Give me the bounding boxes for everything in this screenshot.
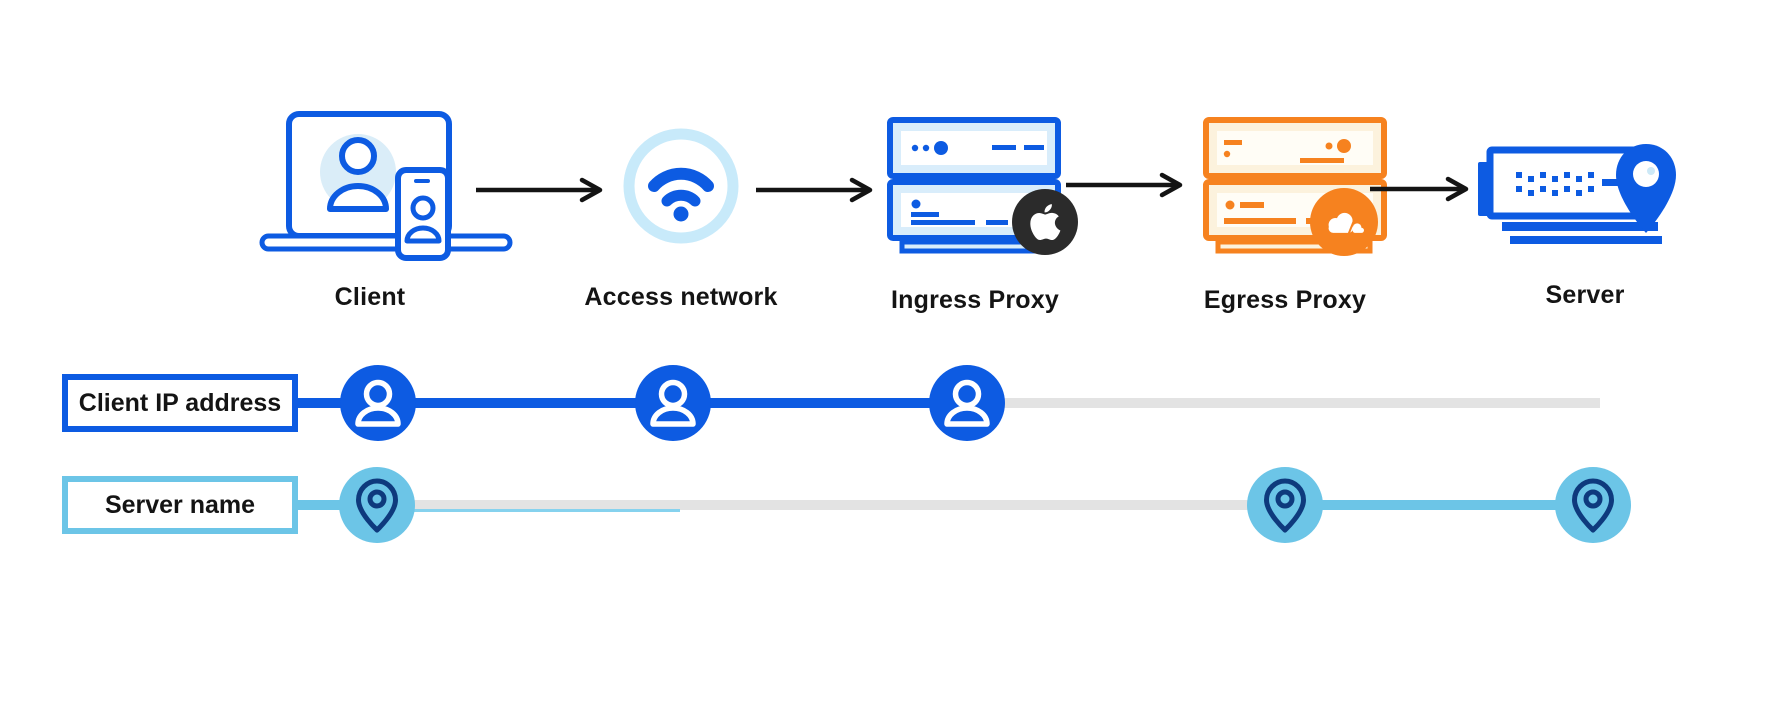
client-ip-address-label: Client IP address <box>78 388 282 417</box>
apple-logo-icon <box>1012 189 1078 255</box>
wifi-icon <box>623 128 739 244</box>
person-icon <box>355 379 401 427</box>
arrow-right-icon <box>756 177 873 203</box>
flow-label-ingress-proxy: Ingress Proxy <box>891 286 1059 314</box>
location-pin-icon <box>1264 478 1306 533</box>
client-ip-track-inactive-line <box>967 398 1600 408</box>
flow-label-server: Server <box>1545 281 1625 309</box>
server-name-label-box: Server name <box>62 476 298 534</box>
pin-marker-server <box>1555 467 1631 543</box>
server-name-track-thin-line <box>408 509 680 512</box>
arrow-right-icon <box>1370 176 1469 202</box>
server-location-pin-icon <box>1478 144 1676 244</box>
server-name-track-inactive-line <box>380 500 1285 510</box>
client-ip-address-label-box: Client IP address <box>62 374 298 432</box>
flow-label-client: Client <box>334 283 406 311</box>
person-icon <box>650 379 696 427</box>
client-devices-icon <box>259 111 513 261</box>
server-name-label: Server name <box>104 490 256 519</box>
person-marker-ingress-proxy <box>929 365 1005 441</box>
person-icon <box>944 379 990 427</box>
server-name-track-active-line <box>1285 500 1595 510</box>
flow-label-egress-proxy: Egress Proxy <box>1203 286 1367 314</box>
cloudflare-logo-icon <box>1310 188 1378 256</box>
arrow-right-icon <box>1066 172 1183 198</box>
location-pin-icon <box>356 478 398 533</box>
server-name-track-start-line <box>292 500 384 510</box>
location-pin-icon <box>1572 478 1614 533</box>
arrow-right-icon <box>476 177 603 203</box>
person-marker-client <box>340 365 416 441</box>
pin-marker-client <box>339 467 415 543</box>
pin-marker-egress-proxy <box>1247 467 1323 543</box>
person-marker-access-network <box>635 365 711 441</box>
flow-label-access-network: Access network <box>584 283 778 311</box>
